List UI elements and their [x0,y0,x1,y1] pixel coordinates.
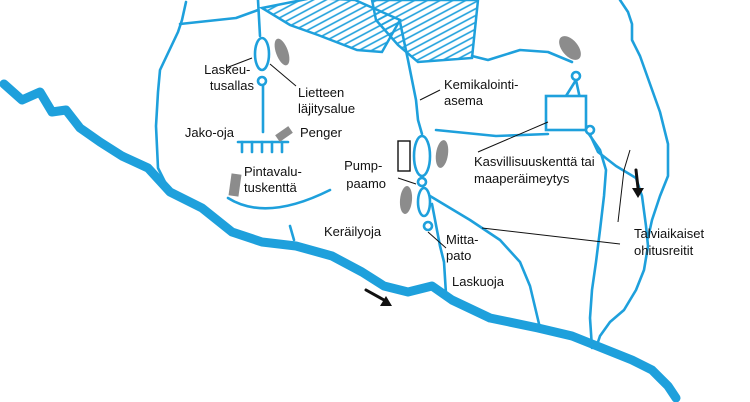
embankment-stones [228,36,581,214]
sedimentation-basin [253,36,271,87]
vegetation-field [544,70,596,136]
label-penger: Penger [300,125,343,140]
label-laskeutusallas: Laskeu- tusallas [204,62,254,93]
leader-lines [225,57,631,249]
pump-and-dam-chain [412,134,434,232]
label-kasvillisuuskentta: Kasvillisuuskenttä tai maaperäimeytys [474,154,598,186]
label-mittapato: Mitta- pato [446,232,482,263]
main-river [0,79,681,402]
label-jako-oja: Jako-oja [185,125,235,140]
flow-arrow-icon [632,168,644,198]
flow-arrow-icon [364,288,392,306]
label-talviaikaiset-ohitusreitit: Talviaikaiset ohitusreitit [634,226,708,258]
chemical-dosing-station [397,140,411,172]
drained-field-right [370,0,480,64]
ditch-network [154,0,670,350]
label-lietteen-lajitysalue: Lietteen läjitysalue [298,85,355,116]
label-kerailyoja: Keräilyoja [324,224,382,239]
label-pumppaamo: Pump- paamo [344,158,386,191]
drained-field-left [258,0,402,54]
label-pintavalutuskentta: Pintavalu- tuskenttä [244,164,305,195]
label-laskuoja: Laskuoja [452,274,505,289]
label-kemikalointiasema: Kemikalointi- asema [444,77,522,108]
